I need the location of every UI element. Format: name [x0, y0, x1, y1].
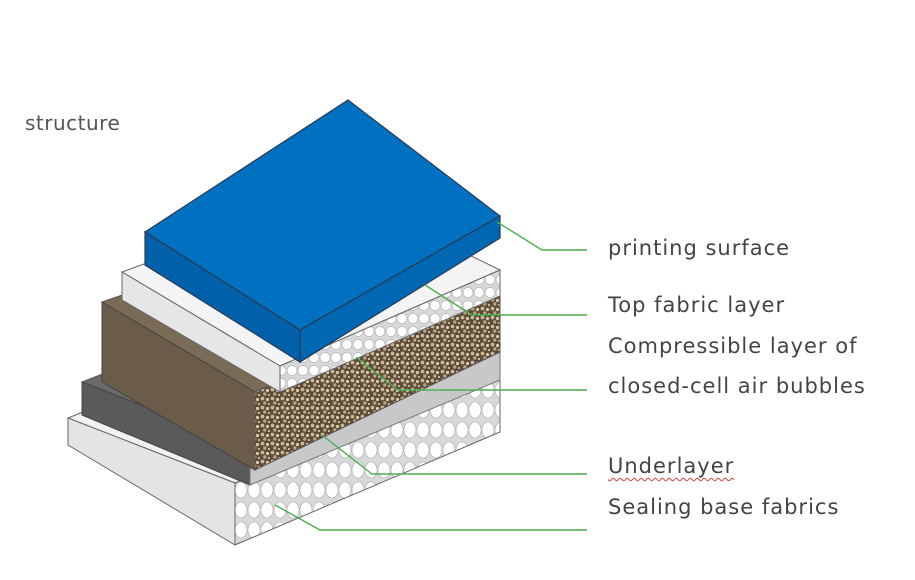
leader-line-sealing-base — [274, 504, 587, 531]
leader-line-compressible — [355, 356, 587, 391]
label-top-fabric-layer: Top fabric layer — [608, 293, 786, 317]
label-compressible-layer-line1: Compressible layer of — [608, 334, 858, 358]
leader-line-top-fabric — [424, 284, 587, 316]
leader-lines — [274, 221, 587, 531]
printing-surface-layer — [143, 99, 502, 364]
diagram-title: structure — [25, 111, 121, 135]
label-underlayer: Underlayer — [608, 454, 735, 478]
label-printing-surface: printing surface — [608, 236, 791, 260]
label-sealing-base-fabrics: Sealing base fabrics — [608, 495, 840, 519]
label-compressible-layer-line2: closed-cell air bubbles — [608, 374, 866, 398]
leader-line-printing-surface — [496, 221, 587, 251]
leader-line-underlayer — [321, 434, 587, 475]
